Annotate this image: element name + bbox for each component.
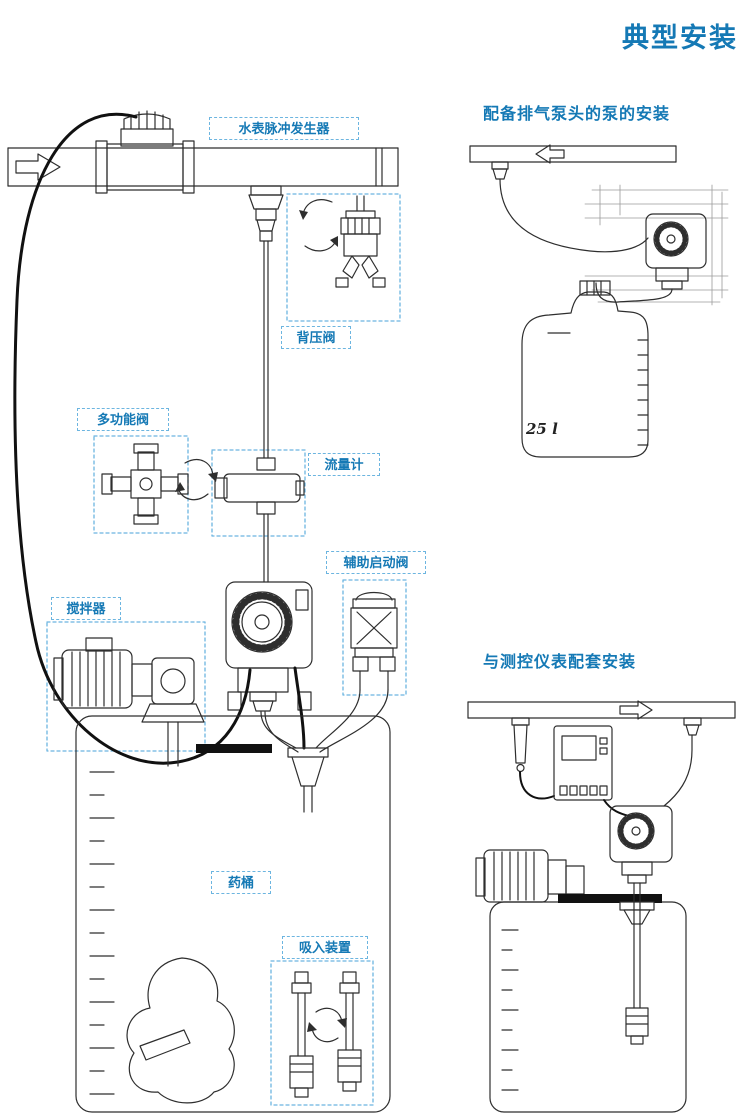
dosing-pump-drawing <box>225 581 313 712</box>
component-outline-boxes <box>46 193 407 1106</box>
label-back-pressure-valve: 背压阀 <box>281 326 351 349</box>
signal-cable-drawing <box>13 112 306 765</box>
label-suction-device: 吸入装置 <box>282 936 368 959</box>
rotation-arrows-back-pressure-icon <box>299 199 338 252</box>
injection-valve-drawing <box>248 185 284 459</box>
pump-shelf <box>196 744 272 753</box>
label-aux-start-valve: 辅助启动阀 <box>326 551 426 574</box>
water-meter-drawing <box>95 110 195 194</box>
main-pipe-drawing <box>7 147 399 187</box>
flow-arrow-right-icon <box>619 700 653 720</box>
label-water-meter-pulse-generator: 水表脉冲发生器 <box>209 117 359 140</box>
rotation-arrows-suction-icon <box>307 1007 347 1043</box>
page-title: 典型安装 <box>622 23 738 53</box>
label-multifunction-valve: 多功能阀 <box>77 408 169 431</box>
degassing-diagram <box>469 144 729 458</box>
back-pressure-valve-drawing <box>335 195 386 288</box>
section-heading-degassing: 配备排气泵头的泵的安装 <box>483 106 671 123</box>
suction-lances-drawing <box>289 971 362 1098</box>
flow-arrow-left-icon <box>535 144 565 164</box>
suction-foot-drawing <box>126 957 235 1104</box>
aux-start-valve-drawing <box>350 591 398 691</box>
instrument-diagram <box>467 700 736 1113</box>
chemical-tank-drawing <box>75 715 391 1113</box>
flow-arrow-icon <box>15 153 61 181</box>
multifunction-valve-drawing <box>101 443 189 525</box>
flow-meter-drawing <box>214 457 305 583</box>
label-agitator: 搅拌器 <box>51 597 121 620</box>
suction-line-drawing <box>260 689 389 813</box>
wall-grid <box>584 184 729 306</box>
canister-volume-label: 25 l <box>526 420 558 438</box>
label-flow-meter: 流量计 <box>308 453 380 476</box>
label-chemical-tank: 药桶 <box>211 871 271 894</box>
section-heading-instrument: 与测控仪表配套安装 <box>483 654 637 671</box>
